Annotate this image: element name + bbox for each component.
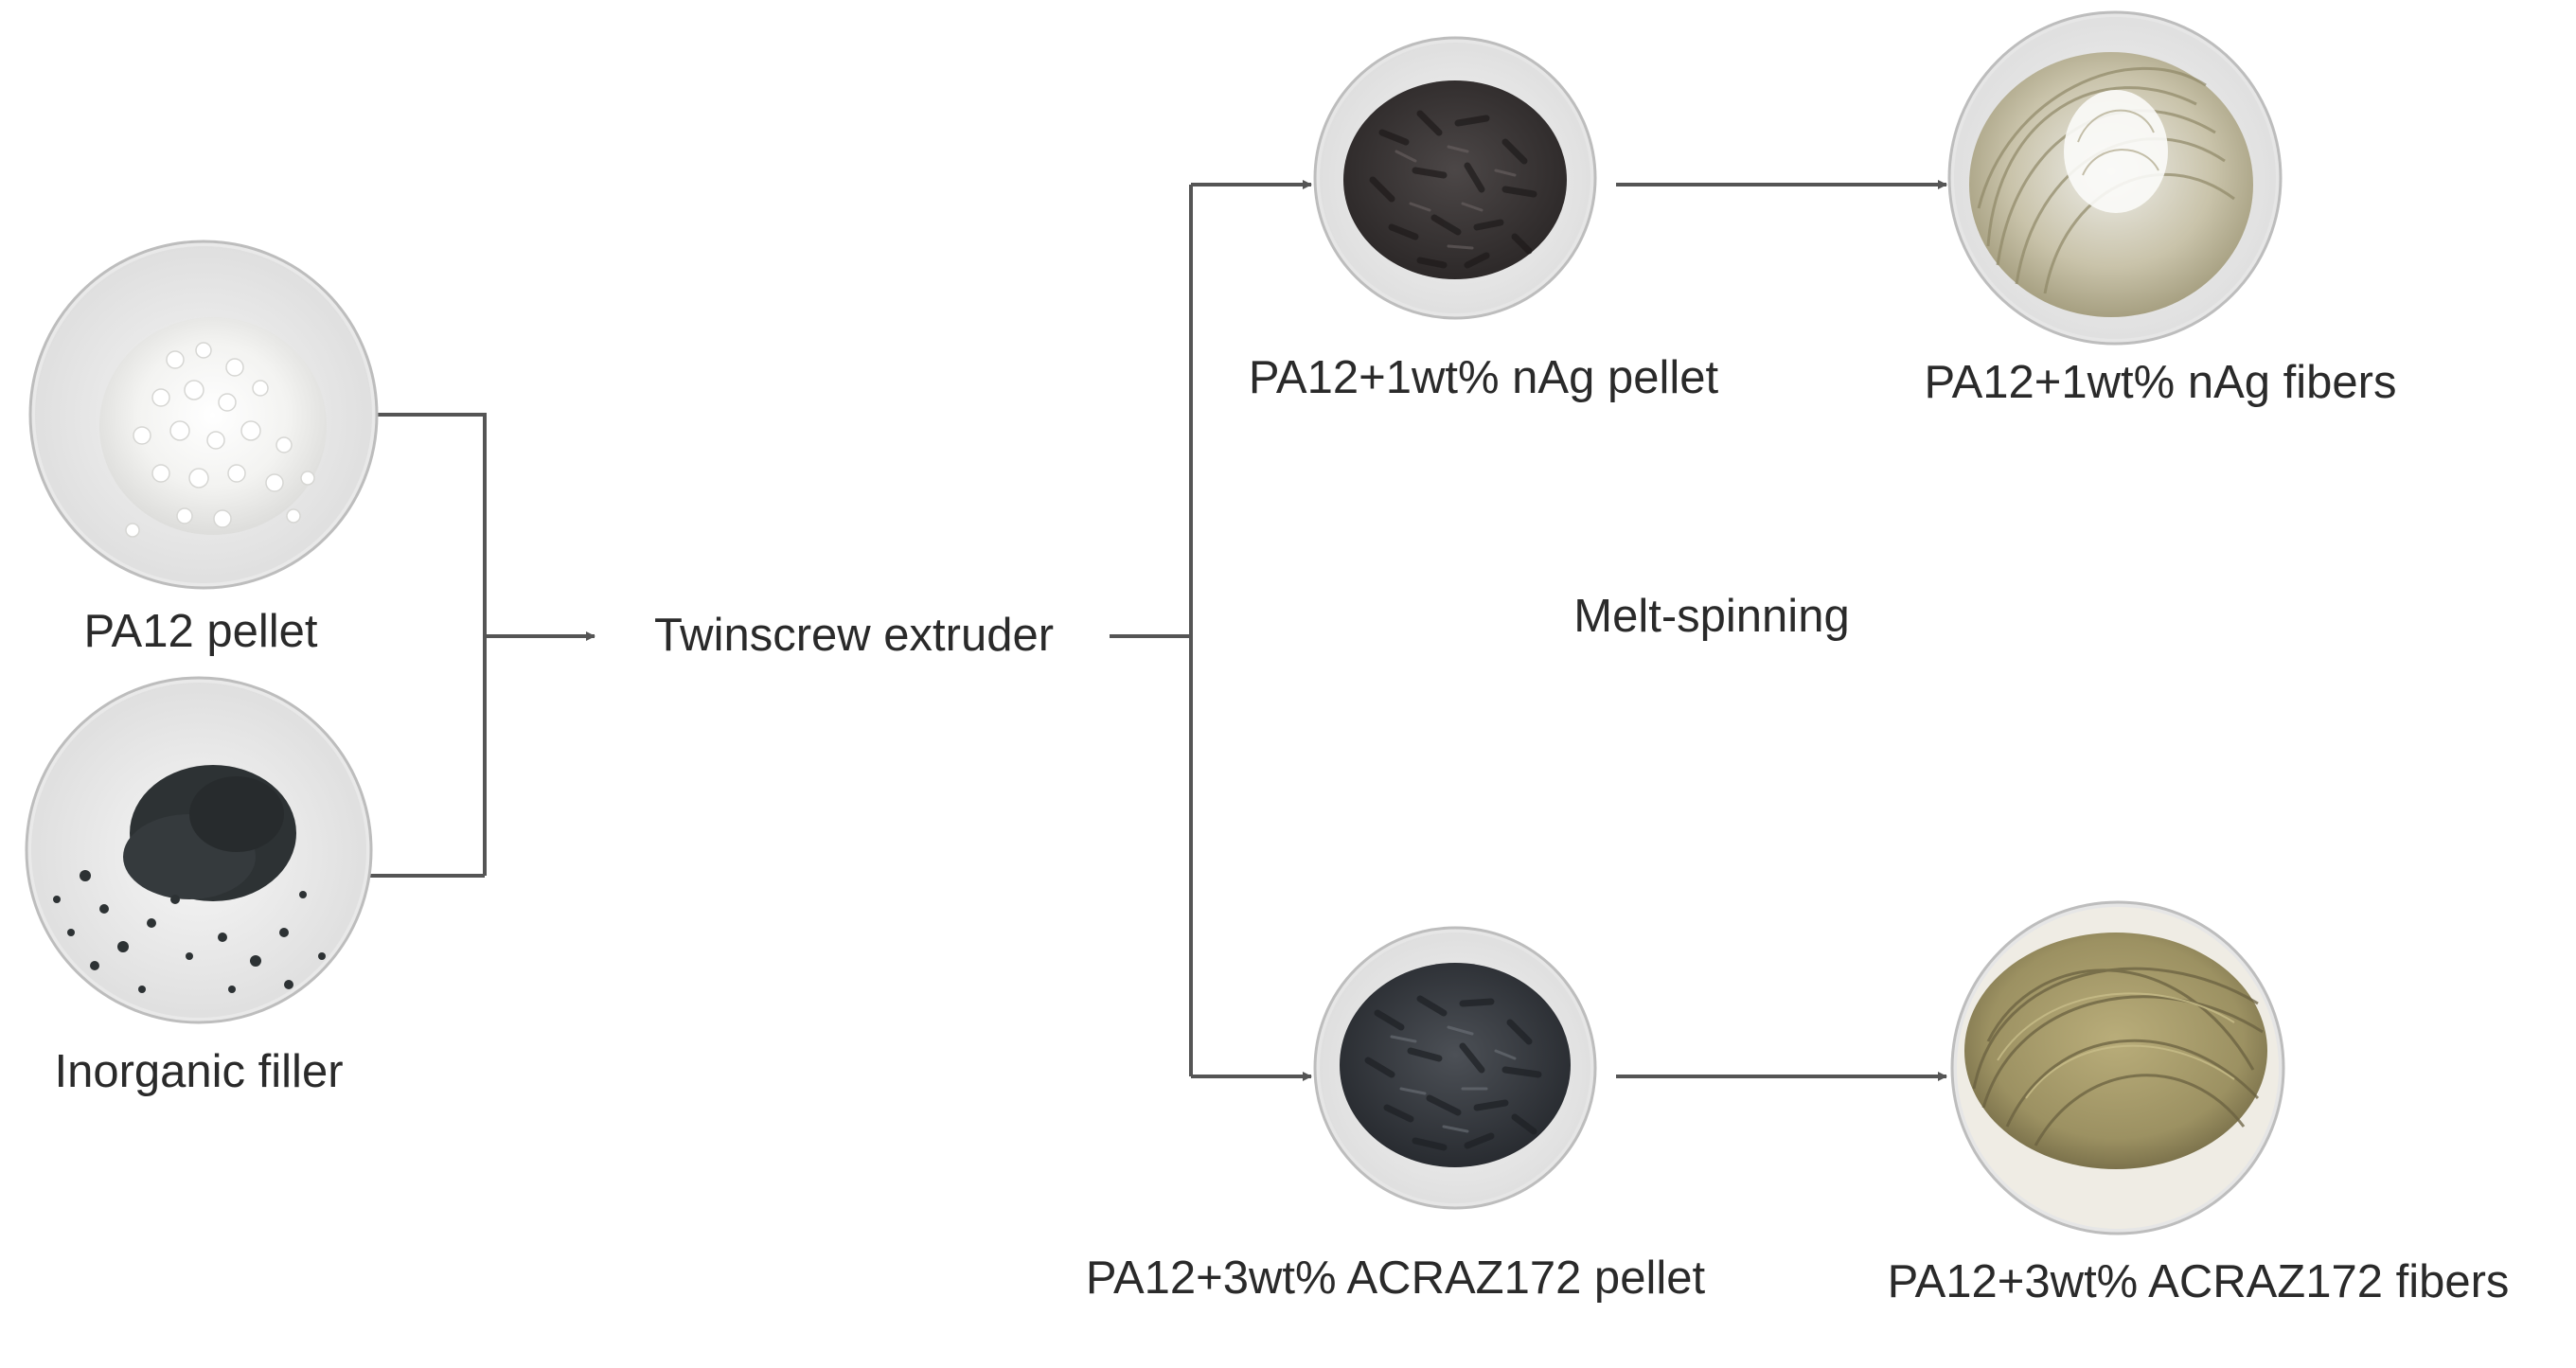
label-inorganic-filler: Inorganic filler — [54, 1046, 343, 1097]
connectors — [363, 180, 1947, 1081]
inorganic-filler-image — [25, 676, 373, 1024]
label-acraz-fibers: PA12+3wt% ACRAZ172 fibers — [1888, 1256, 2510, 1307]
acraz-pellet-image — [1313, 926, 1597, 1210]
label-melt-spinning: Melt-spinning — [1573, 591, 1849, 642]
label-pa12-pellet: PA12 pellet — [84, 606, 318, 657]
label-nag-pellet: PA12+1wt% nAg pellet — [1249, 352, 1719, 403]
connector-pa12-to-join — [363, 413, 487, 876]
acraz-fibers-image — [1950, 900, 2285, 1235]
label-acraz-pellet: PA12+3wt% ACRAZ172 pellet — [1086, 1253, 1706, 1304]
nag-fibers-image — [1947, 10, 2283, 346]
nag-pellet-image — [1313, 36, 1597, 320]
label-nag-fibers: PA12+1wt% nAg fibers — [1925, 357, 2397, 408]
label-twinscrew-extruder: Twinscrew extruder — [654, 610, 1054, 661]
labels: PA12 pellet Inorganic filler Twinscrew e… — [54, 352, 2509, 1307]
pa12-pellet-image — [28, 240, 379, 590]
